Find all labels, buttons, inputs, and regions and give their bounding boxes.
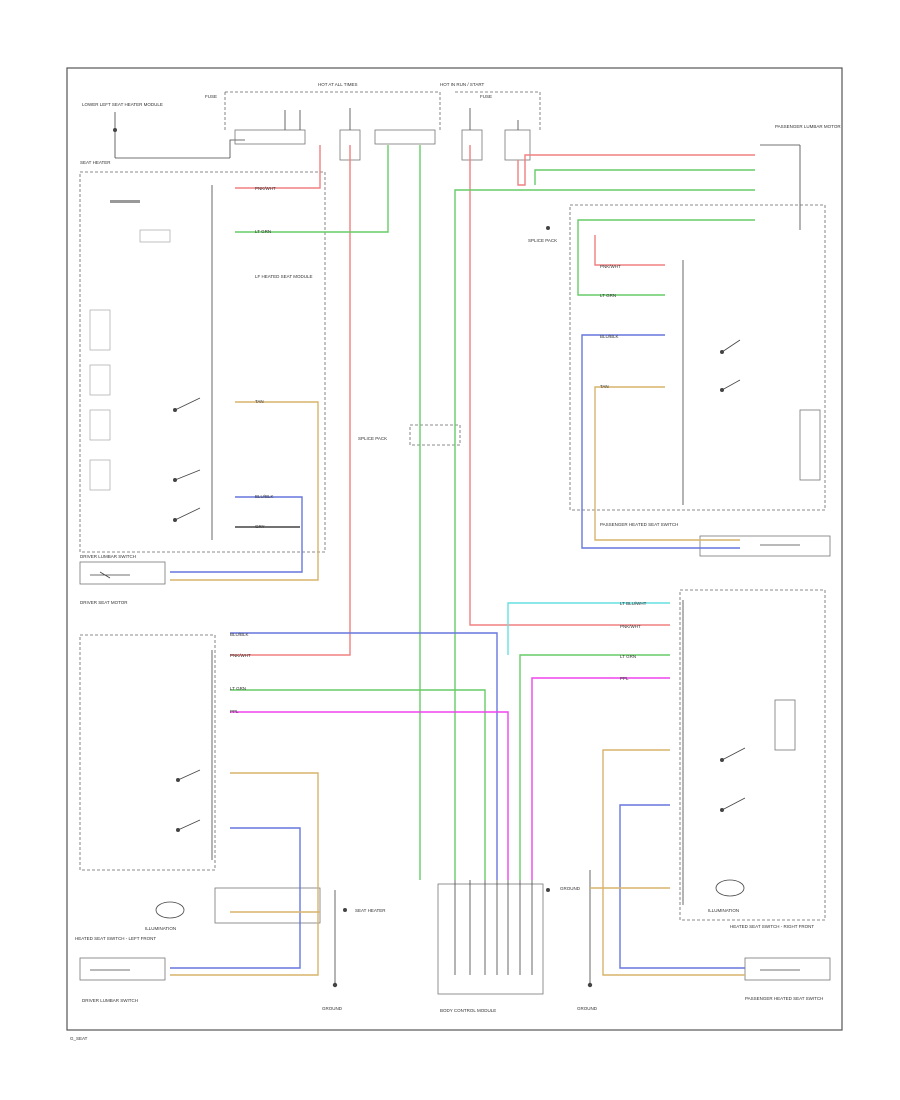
svg-text:GROUND: GROUND [322,1006,343,1011]
center-splice: SPLICE PACK [358,424,461,446]
wire-tag-green-3: LT GRN [620,654,636,659]
wire-tag-green-2: LT GRN [600,293,616,298]
wire-pink-center-right [469,145,670,626]
wire-tag-blue-3: BLU/BLK [230,632,249,637]
center-splice-label: SPLICE PACK [358,436,387,441]
wire-tan-left-upper [170,401,319,581]
fuse-right-label: FUSE [480,94,492,99]
wire-tag-blue-2: BLU/BLK [600,334,619,339]
driver-lumbar-lower-label: DRIVER LUMBAR SWITCH [82,998,138,1003]
top-right-component-label: PASSENGER LUMBAR MOTOR [775,124,841,129]
svg-text:GROUND: GROUND [560,886,581,891]
wire-green-center-long [454,189,755,880]
wire-tan-left-lower [170,772,319,976]
wire-green-left [235,145,389,233]
wire-tag-pink-2: PNK/WHT [600,264,621,269]
left-module-title: LF HEATED SEAT MODULE [255,274,313,279]
wire-blue-right-bottom [619,804,745,969]
left-switch-title: HEATED SEAT SWITCH - LEFT FRONT [75,936,156,941]
ground-center: GROUND [577,870,598,1011]
wire-green-right-lower [519,654,670,880]
wire-green-left-lower [230,689,486,880]
svg-text:GROUND: GROUND [577,1006,598,1011]
top-left-component-label: LOWER LEFT SEAT HEATER MODULE [82,102,163,107]
wire-tags: PNK/WHT LT GRN TAN BLU/BLK GRY PNK/WHT L… [230,186,647,714]
left-module-internal-labels [89,200,201,522]
ground-right-splice: GROUND [546,886,581,892]
wire-tag-magenta: PPL [620,676,629,681]
wire-green-top-right [534,169,755,185]
wire-tan-right-lower [602,749,745,976]
left-upper-module: LF HEATED SEAT MODULE DRIVER LUMBAR SWIT… [79,171,326,605]
wire-tan-right-upper [594,386,740,541]
wire-tag-magenta-2: PPL [230,709,239,714]
wire-tag-tan-2: TAN [600,384,609,389]
wire-tag-pink-3: PNK/WHT [620,624,641,629]
body-control-module-label: BODY CONTROL MODULE [440,1008,496,1013]
wire-blue-left-lower-trunk [230,632,498,880]
wire-pink-left-vertical [235,145,321,189]
wire-magenta-right [531,677,670,880]
corner-note: G_SEAT [70,1036,88,1041]
bottom-center-connector: BODY CONTROL MODULE [437,880,544,1013]
diagram-frame [66,67,843,1031]
right-upper-module: PASSENGER HEATED SEAT SWITCH SPLICE PACK [528,204,831,557]
wire-tag-gray-1: GRY [255,524,265,529]
wire-tag-blue-1: BLU/BLK [255,494,274,499]
fuse-block-connectors [234,108,531,161]
wire-green-right-upper [577,219,755,296]
seat-heater-label: SEAT HEATER [80,160,111,165]
passenger-switch-lower-label: PASSENGER HEATED SEAT SWITCH [745,996,823,1001]
wire-blue-right-upper [581,334,740,549]
wire-blue-left-upper [170,496,303,573]
wire-magenta-left [230,711,509,880]
wire-tag-green-1: LT GRN [255,229,271,234]
wire-tag-green-4: LT GRN [230,686,246,691]
illumination-left-label: ILLUMINATION [145,926,176,931]
wire-pink-top-right [517,154,755,186]
wire-tag-cyan: LT BLU/WHT [620,601,647,606]
top-header: LOWER LEFT SEAT HEATER MODULE SEAT HEATE… [80,82,841,230]
wire-tag-pink-4: PNK/WHT [230,653,251,658]
wire-blue-left-bottom [170,827,301,969]
left-lower-module: ILLUMINATION HEATED SEAT SWITCH - LEFT F… [75,634,386,1003]
wire-pink-right-upper [594,235,665,266]
wire-tag-tan-1: TAN [255,399,264,404]
passenger-heated-seat-switch-caption: PASSENGER HEATED SEAT SWITCH [600,522,678,527]
hot-in-run-label: HOT IN RUN / START [440,82,485,87]
wire-group [170,145,755,976]
hot-at-all-times-label: HOT AT ALL TIMES [318,82,358,87]
right-switch-title: HEATED SEAT SWITCH - RIGHT FRONT [730,924,814,929]
fuse-left-label: FUSE [205,94,217,99]
right-lower-module: ILLUMINATION HEATED SEAT SWITCH - RIGHT … [679,589,831,1001]
illumination-right-label: ILLUMINATION [708,908,739,913]
left-lower-side-label: SEAT HEATER [355,908,386,913]
splice-top-right-label: SPLICE PACK [528,238,557,243]
ground-left: GROUND [322,890,343,1011]
driver-seat-motor-label: DRIVER SEAT MOTOR [80,600,128,605]
wire-cyan-right [507,602,670,655]
wire-tag-pink-1: PNK/WHT [255,186,276,191]
wire-pink-center-left [230,145,351,656]
driver-lumbar-switch-title: DRIVER LUMBAR SWITCH [80,554,136,559]
